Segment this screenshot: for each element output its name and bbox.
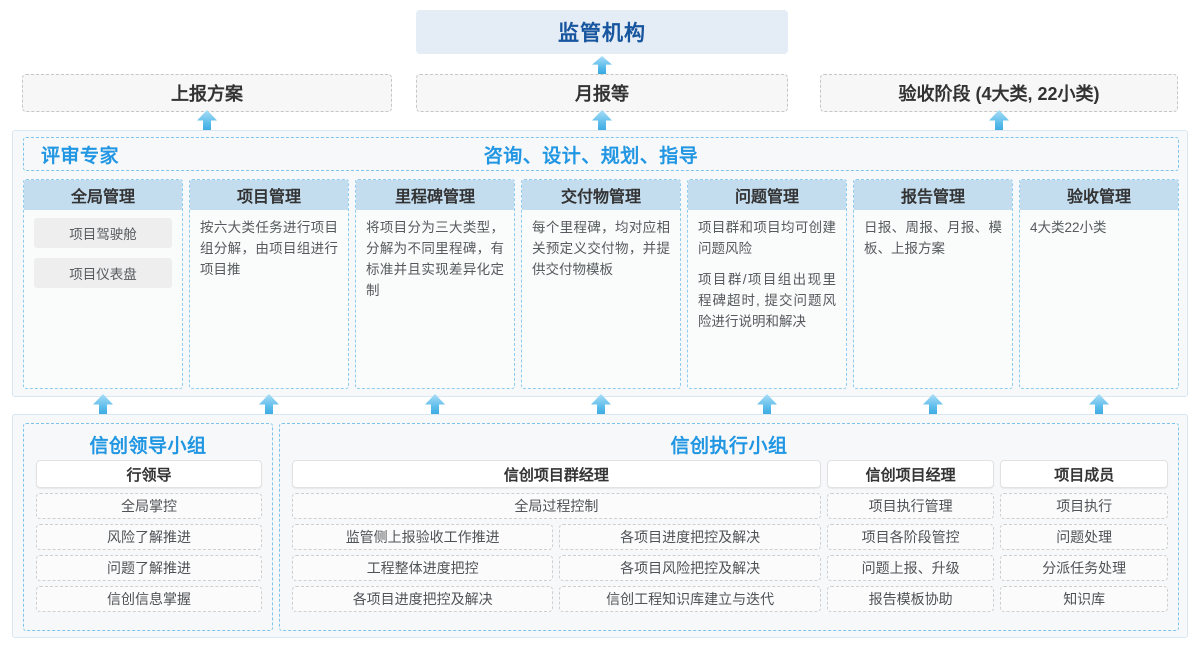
group-title-exec: 信创执行小组 (670, 436, 788, 457)
arrow-up-col-2 (259, 394, 279, 416)
list-item[interactable]: 信创工程知识库建立与迭代 (559, 586, 821, 612)
middle-title-center: 咨询、设计、规划、指导 (483, 146, 699, 167)
middle-title-bar (23, 137, 1179, 171)
regulator-box: 监管机构 (416, 10, 788, 54)
column-body: 日报、周报、月报、模板、上报方案 (854, 210, 1012, 388)
list-item[interactable]: 监管侧上报验收工作推进 (292, 524, 554, 550)
column-header: 问题管理 (688, 180, 846, 210)
arrow-up-col-1 (93, 394, 113, 416)
column-body: 每个里程碑，均对应相关预定义交付物，并提供交付物模板 (522, 210, 680, 388)
list-item[interactable]: 报告模板协助 (826, 586, 995, 612)
role-header-program-manager: 信创项目群经理 (292, 460, 821, 488)
list-item[interactable]: 问题了解推进 (36, 555, 262, 581)
column-header: 项目管理 (190, 180, 348, 210)
list-item[interactable]: 风险了解推进 (36, 524, 262, 550)
pill-item[interactable]: 项目仪表盘 (34, 258, 172, 288)
column-body: 4大类22小类 (1020, 210, 1178, 388)
middle-column-report[interactable]: 报告管理 日报、周报、月报、模板、上报方案 (853, 179, 1013, 389)
group-title-leading: 信创领导小组 (89, 436, 207, 457)
column-header: 交付物管理 (522, 180, 680, 210)
report-box-plan: 上报方案 (22, 74, 392, 112)
column-body: 项目群和项目均可创建问题风险 项目群/项目组出现里程碑超时, 提交问题风险进行说… (688, 210, 846, 388)
middle-column-issue[interactable]: 问题管理 项目群和项目均可创建问题风险 项目群/项目组出现里程碑超时, 提交问题… (687, 179, 847, 389)
arrow-up-regulator (592, 56, 612, 74)
middle-title-left: 评审专家 (41, 146, 120, 167)
list-item[interactable]: 全局过程控制 (292, 493, 821, 519)
group-exec: 信创执行小组 信创项目群经理 全局过程控制 监管侧上报验收工作推进 工程整体进度… (279, 423, 1179, 631)
middle-column-project[interactable]: 项目管理 按六大类任务进行项目组分解，由项目组进行项目推 (189, 179, 349, 389)
arrow-up-col-3 (425, 394, 445, 416)
list-item[interactable]: 信创信息掌握 (36, 586, 262, 612)
column-paragraph: 将项目分为三大类型，分解为不同里程碑，有标准并且实现差异化定制 (366, 220, 504, 298)
list-item[interactable]: 各项目进度把控及解决 (292, 586, 554, 612)
middle-column-milestone[interactable]: 里程碑管理 将项目分为三大类型，分解为不同里程碑，有标准并且实现差异化定制 (355, 179, 515, 389)
middle-columns: 全局管理 项目驾驶舱 项目仪表盘 项目管理 按六大类任务进行项目组分解，由项目组… (23, 179, 1179, 389)
list-item[interactable]: 项目执行管理 (826, 493, 995, 519)
column-header: 里程碑管理 (356, 180, 514, 210)
exec-column-program-manager: 信创项目群经理 全局过程控制 监管侧上报验收工作推进 工程整体进度把控 各项目进… (292, 460, 821, 612)
list-item[interactable]: 工程整体进度把控 (292, 555, 554, 581)
column-body: 按六大类任务进行项目组分解，由项目组进行项目推 (190, 210, 348, 388)
column-paragraph: 项目群/项目组出现里程碑超时, 提交问题风险进行说明和解决 (698, 271, 836, 329)
list-item[interactable]: 各项目风险把控及解决 (559, 555, 821, 581)
middle-column-acceptance[interactable]: 验收管理 4大类22小类 (1019, 179, 1179, 389)
column-header: 全局管理 (24, 180, 182, 210)
role-header-bank-leader: 行领导 (36, 460, 262, 488)
column-body: 项目驾驶舱 项目仪表盘 (24, 210, 182, 388)
arrow-up-acceptance (989, 110, 1009, 132)
column-paragraph: 日报、周报、月报、模板、上报方案 (864, 220, 1002, 256)
column-header: 验收管理 (1020, 180, 1178, 210)
role-header-project-member: 项目成员 (1000, 460, 1168, 488)
middle-column-global[interactable]: 全局管理 项目驾驶舱 项目仪表盘 (23, 179, 183, 389)
list-item[interactable]: 分派任务处理 (1000, 555, 1168, 581)
leading-group-items: 行领导 全局掌控 风险了解推进 问题了解推进 信创信息掌握 (36, 460, 262, 612)
list-item[interactable]: 知识库 (1000, 586, 1168, 612)
column-header: 报告管理 (854, 180, 1012, 210)
arrow-up-col-6 (923, 394, 943, 416)
list-item[interactable]: 全局掌控 (36, 493, 262, 519)
arrow-up-col-5 (757, 394, 777, 416)
pill-item[interactable]: 项目驾驶舱 (34, 218, 172, 248)
program-manager-left-col: 监管侧上报验收工作推进 工程整体进度把控 各项目进度把控及解决 (292, 524, 554, 612)
middle-column-deliverable[interactable]: 交付物管理 每个里程碑，均对应相关预定义交付物，并提供交付物模板 (521, 179, 681, 389)
list-item[interactable]: 问题处理 (1000, 524, 1168, 550)
column-paragraph: 按六大类任务进行项目组分解，由项目组进行项目推 (200, 220, 338, 277)
exec-column-project-manager: 信创项目经理 项目执行管理 项目各阶段管控 问题上报、升级 报告模板协助 (826, 460, 995, 612)
column-body: 将项目分为三大类型，分解为不同里程碑，有标准并且实现差异化定制 (356, 210, 514, 388)
program-manager-right-col: 各项目进度把控及解决 各项目风险把控及解决 信创工程知识库建立与迭代 (559, 524, 821, 612)
bottom-panel: 信创领导小组 行领导 全局掌控 风险了解推进 问题了解推进 信创信息掌握 信创执… (12, 414, 1188, 638)
middle-panel: 评审专家 咨询、设计、规划、指导 全局管理 项目驾驶舱 项目仪表盘 项目管理 按… (12, 130, 1188, 397)
role-header-project-manager: 信创项目经理 (826, 460, 995, 488)
report-box-monthly: 月报等 (416, 74, 788, 112)
exec-column-project-member: 项目成员 项目执行 问题处理 分派任务处理 知识库 (1000, 460, 1168, 612)
column-paragraph: 每个里程碑，均对应相关预定义交付物，并提供交付物模板 (532, 220, 670, 277)
group-leading: 信创领导小组 行领导 全局掌控 风险了解推进 问题了解推进 信创信息掌握 (23, 423, 273, 631)
arrow-up-monthly (592, 110, 612, 132)
list-item[interactable]: 各项目进度把控及解决 (559, 524, 821, 550)
program-manager-grid: 监管侧上报验收工作推进 工程整体进度把控 各项目进度把控及解决 各项目进度把控及… (292, 524, 821, 612)
arrow-up-col-4 (591, 394, 611, 416)
list-item[interactable]: 问题上报、升级 (826, 555, 995, 581)
list-item[interactable]: 项目执行 (1000, 493, 1168, 519)
report-box-acceptance: 验收阶段 (4大类, 22小类) (820, 74, 1178, 112)
arrow-up-col-7 (1089, 394, 1109, 416)
column-paragraph: 项目群和项目均可创建问题风险 (698, 220, 836, 256)
column-paragraph: 4大类22小类 (1030, 220, 1107, 235)
arrow-up-plan (197, 110, 217, 132)
list-item[interactable]: 项目各阶段管控 (826, 524, 995, 550)
exec-group-columns: 信创项目群经理 全局过程控制 监管侧上报验收工作推进 工程整体进度把控 各项目进… (292, 460, 1168, 612)
